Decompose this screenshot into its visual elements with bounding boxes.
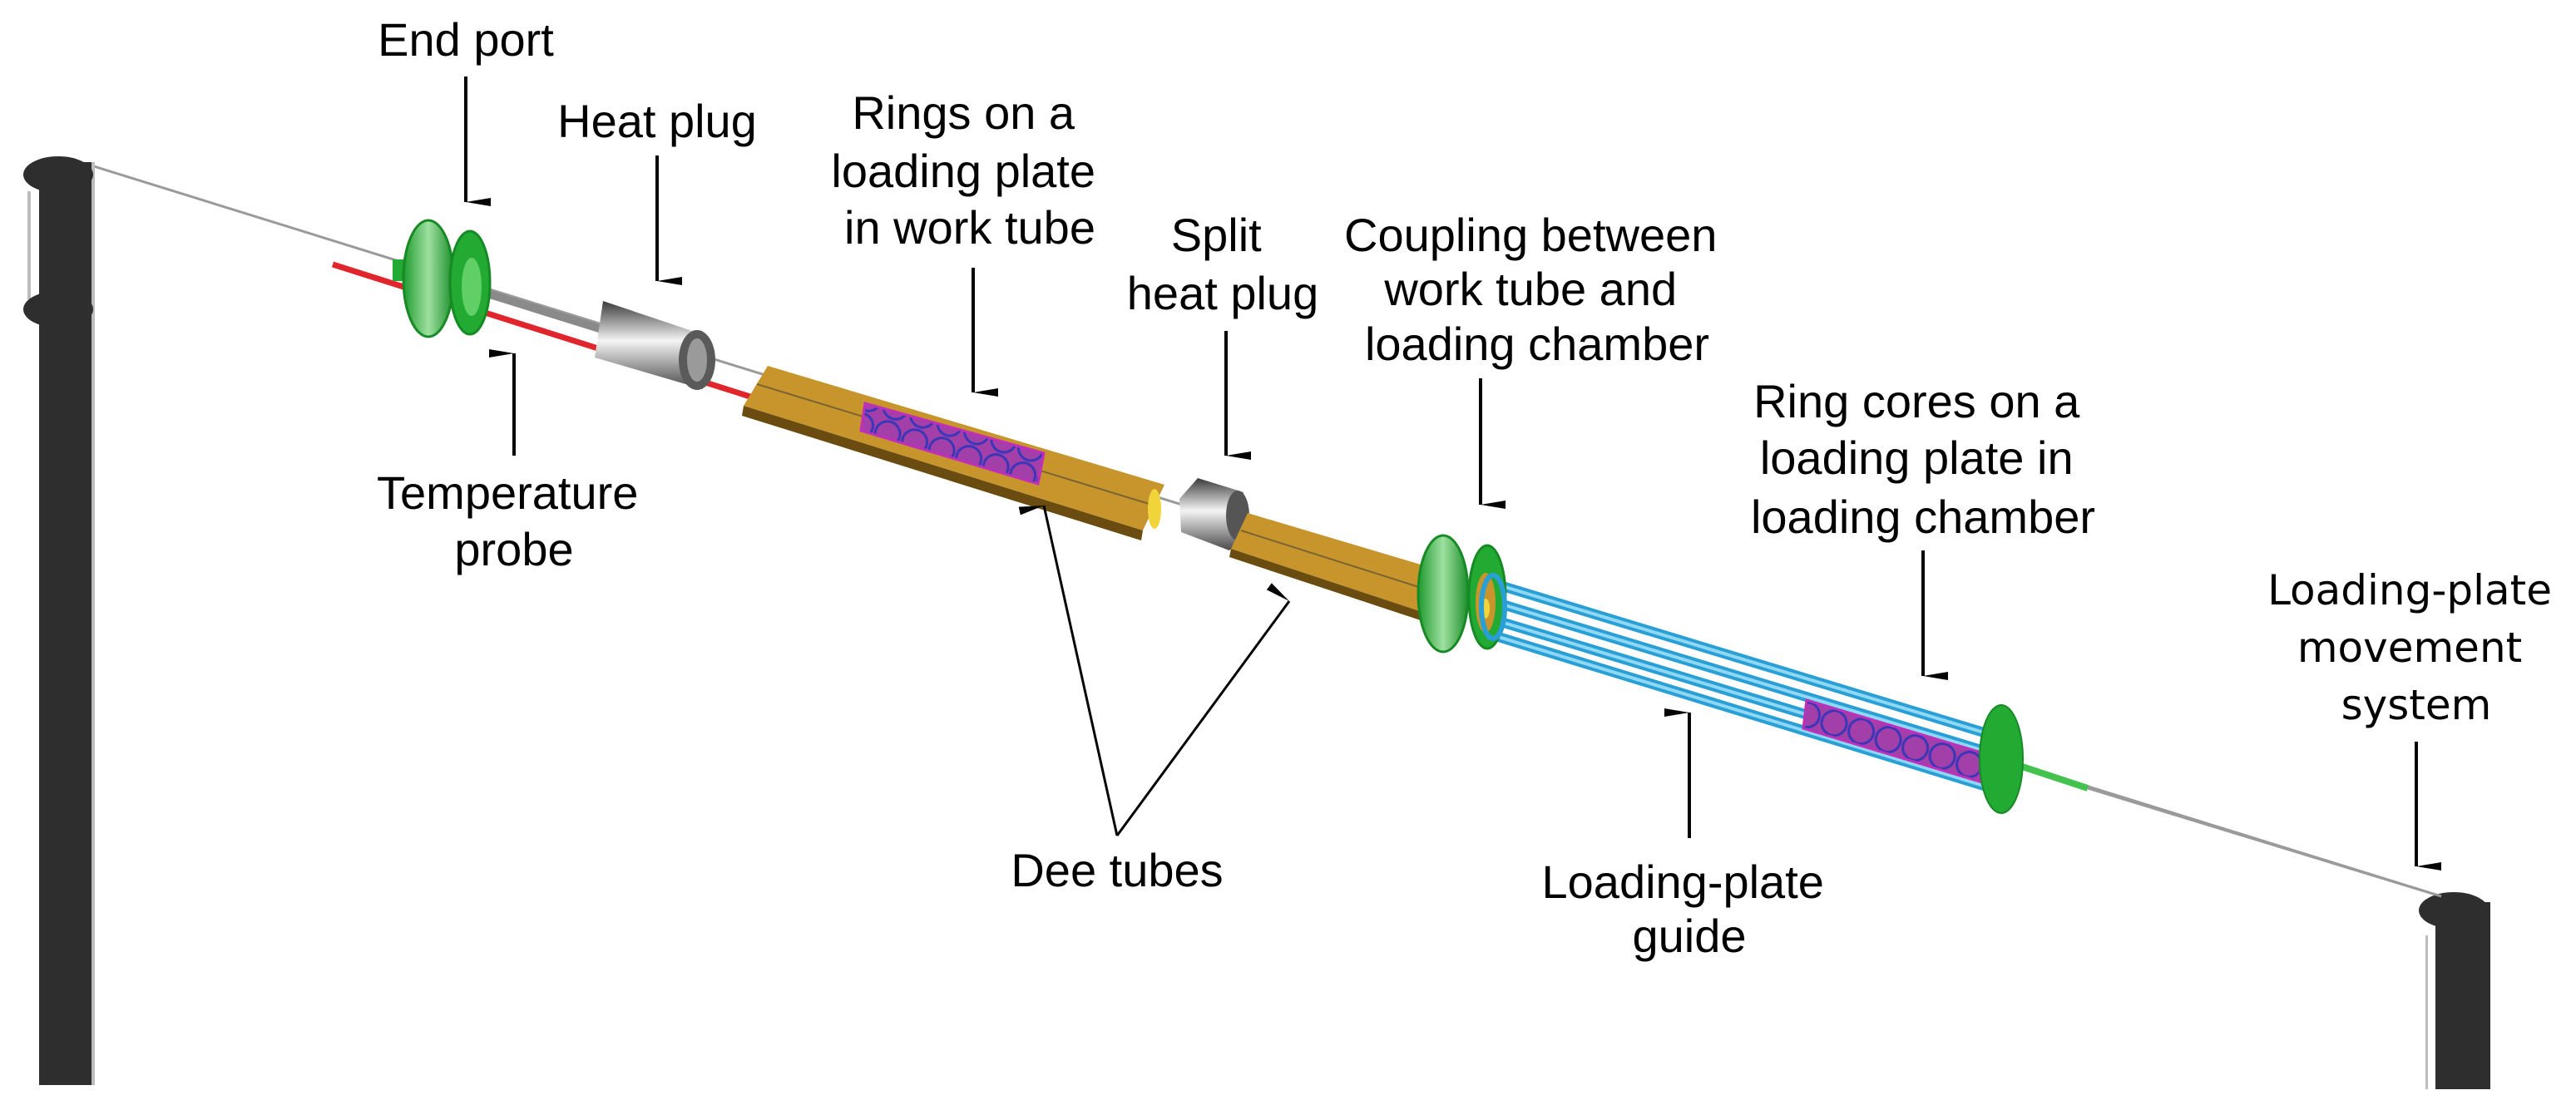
heat-plug — [595, 301, 715, 390]
label-heat-plug: Heat plug — [557, 95, 757, 147]
loading-plate-work-tube — [859, 402, 1046, 486]
chamber-end-flange — [1979, 704, 2442, 898]
label-rings-work-tube: Rings on a loading plate in work tube — [831, 86, 1108, 254]
label-dee-tubes: Dee tubes — [1011, 844, 1223, 896]
loading-plate-chamber — [1802, 698, 1983, 783]
dee-tube-2 — [1229, 513, 1451, 624]
arrow-dee-tube-2 — [1115, 583, 1291, 836]
label-ring-cores-chamber: Ring cores on a loading plate in loading… — [1751, 375, 2095, 543]
right-frame-post — [2419, 892, 2490, 1089]
label-guide: Loading-plate guide — [1542, 856, 1837, 962]
label-coupling: Coupling between work tube and loading c… — [1344, 209, 1730, 370]
left-frame-post — [23, 156, 95, 1085]
label-temperature-probe: Temperature probe — [377, 466, 651, 575]
end-port — [393, 219, 492, 338]
label-split-heat-plug: Split heat plug — [1127, 209, 1318, 319]
label-end-port: End port — [378, 13, 554, 66]
dee-tube-1 — [742, 366, 1164, 540]
annotation-arrows — [464, 76, 2441, 871]
label-movement-system: Loading-plate movement system — [2267, 566, 2565, 729]
labels: End port Heat plug Rings on a loading pl… — [377, 13, 2565, 962]
arrow-dee-tube-1 — [1018, 505, 1119, 836]
coupling-flange — [1417, 534, 1507, 654]
